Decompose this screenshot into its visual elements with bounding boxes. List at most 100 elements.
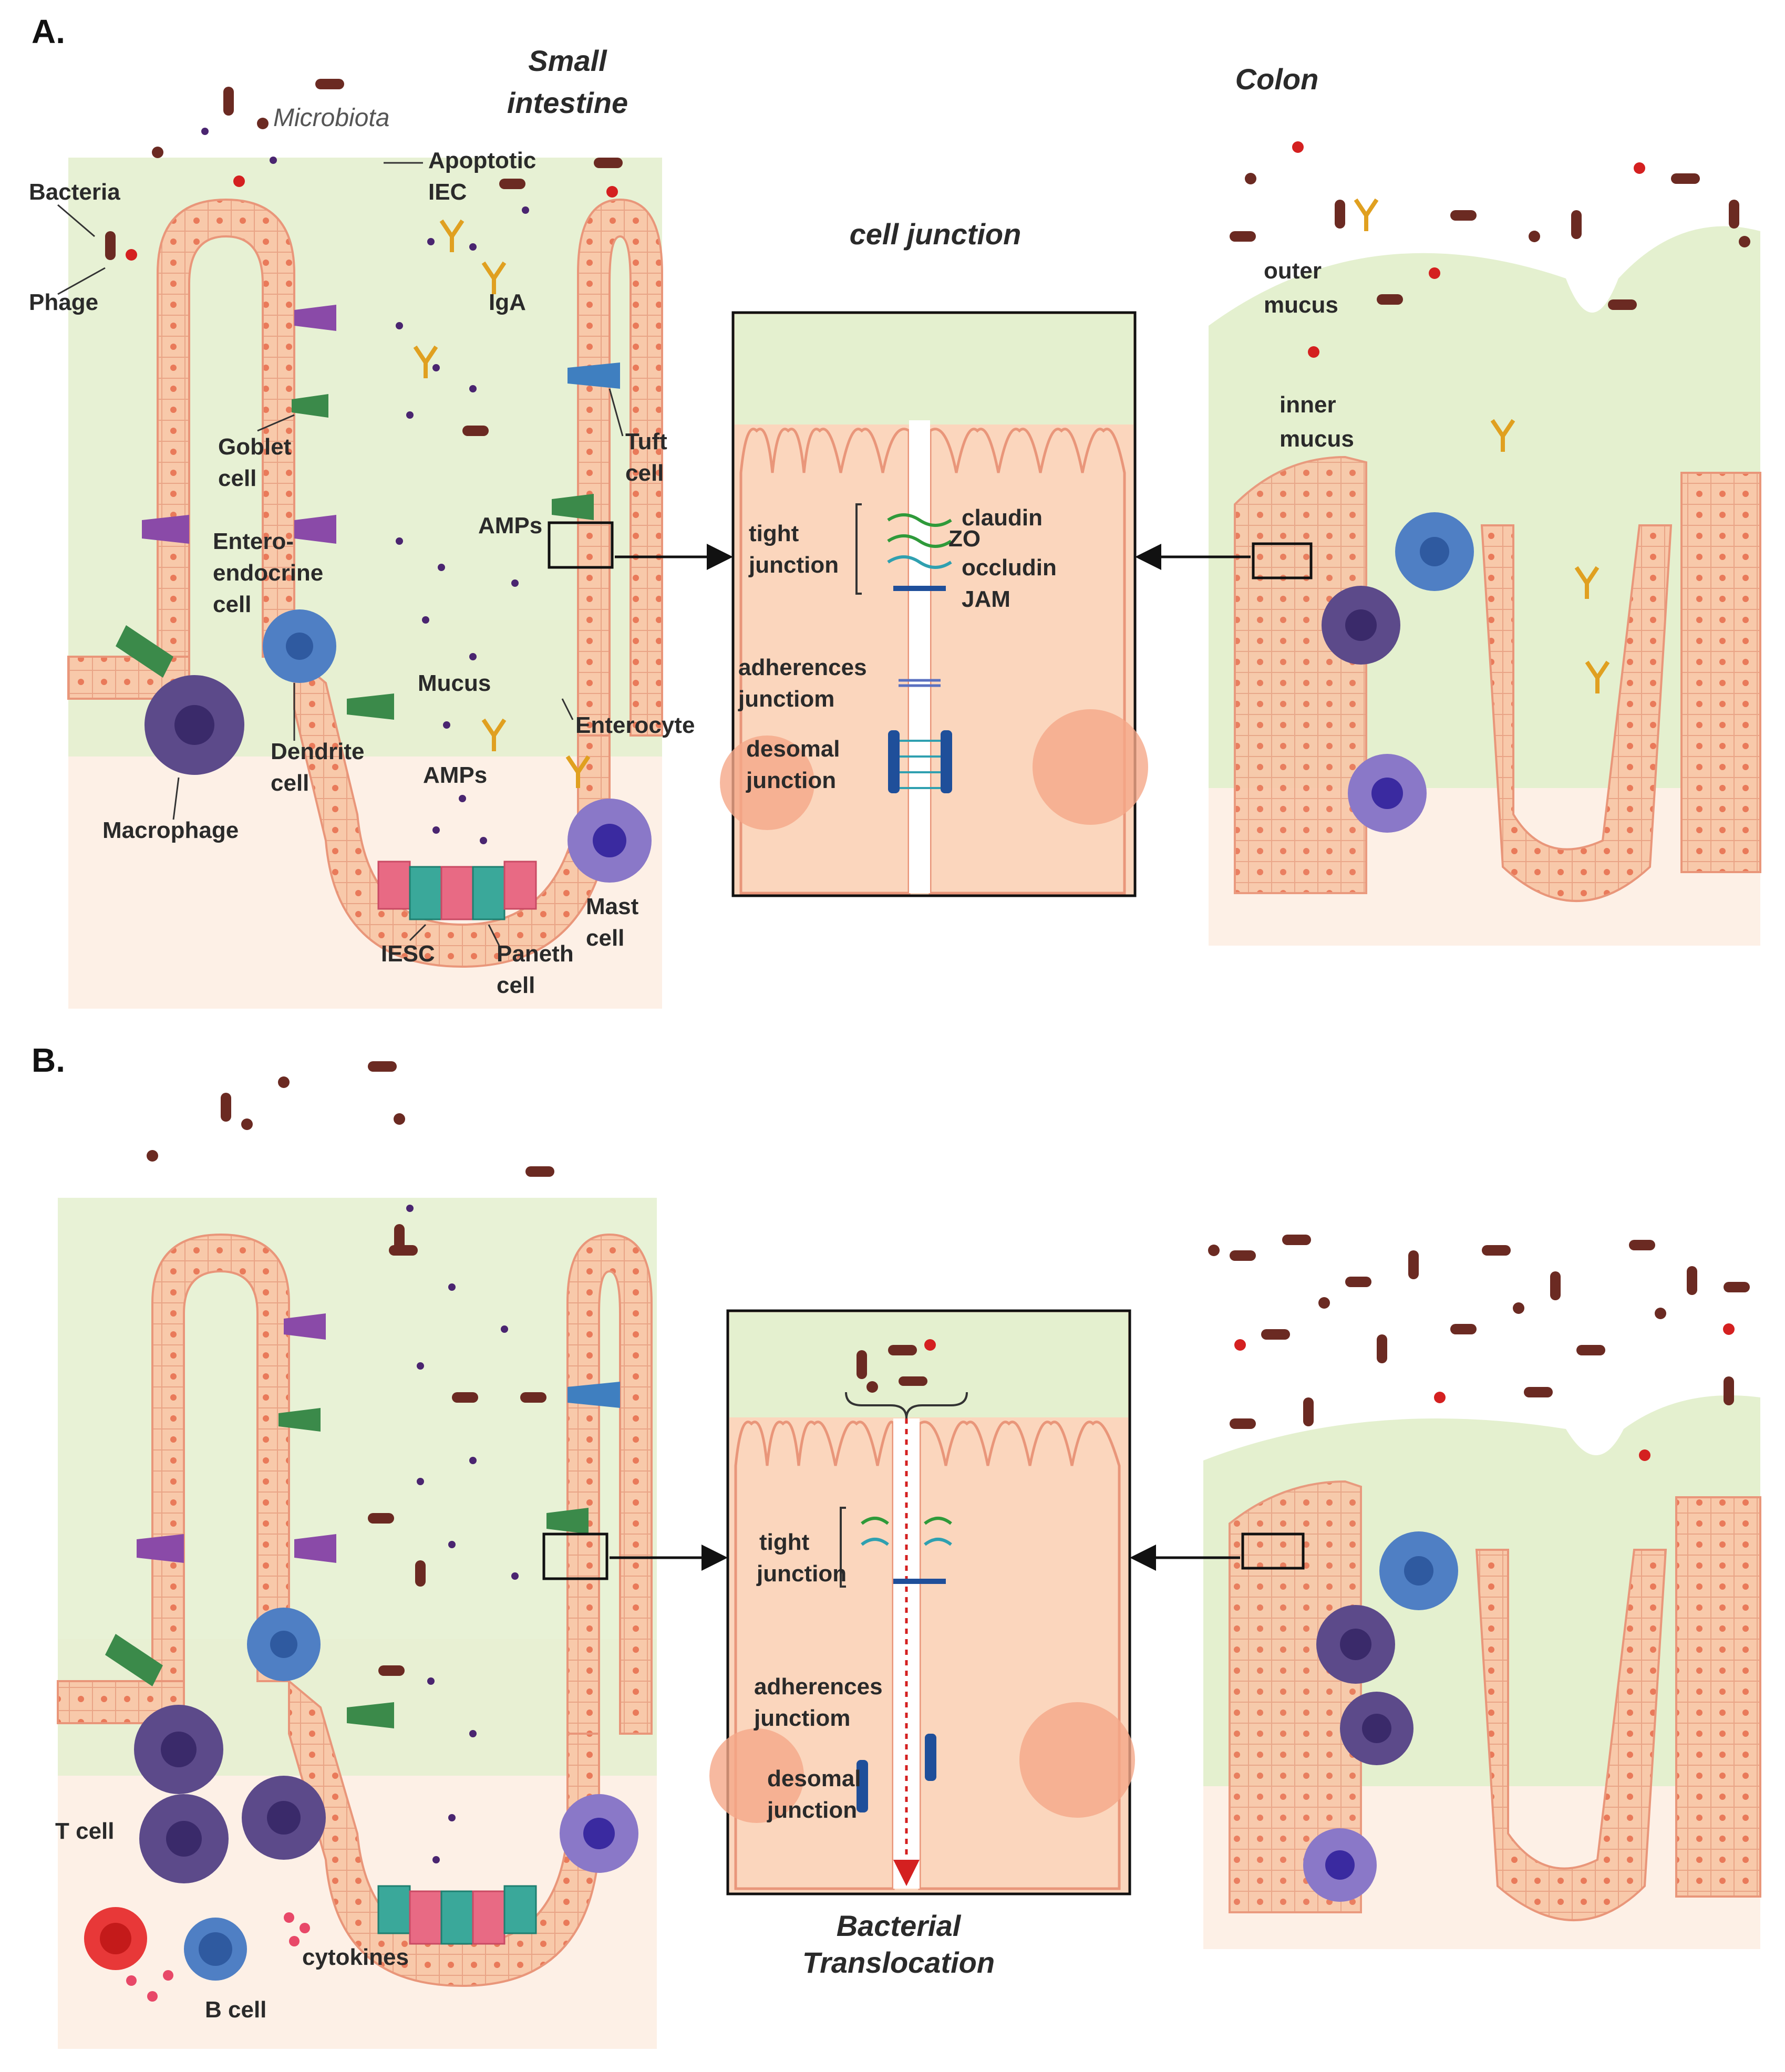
desmosome-proteins — [888, 730, 952, 793]
dendrite-cell-label-2: cell — [271, 770, 309, 796]
jam-label: JAM — [962, 586, 1010, 612]
phage-label: Phage — [29, 289, 98, 315]
zoom-box-small-intestine-b — [542, 1532, 608, 1580]
iga-icon — [439, 219, 465, 252]
crypt-base-cells — [377, 861, 537, 920]
desmosomal-junction-label-b: desomal — [767, 1766, 861, 1791]
tuft-cell-label-2: cell — [625, 460, 664, 486]
enteroendocrine-cell-icon — [294, 305, 336, 331]
phage-icon — [233, 175, 245, 187]
inner-mucus-label: inner — [1280, 392, 1336, 418]
tight-junction-label-b: tight — [759, 1529, 810, 1555]
bacteria-icon — [257, 118, 269, 129]
adherens-junction-label: adherences — [738, 655, 867, 680]
adherens-junction-label-b-2: junctiom — [754, 1705, 850, 1731]
enteroendocrine-label: Entero- — [213, 529, 294, 554]
bacteria-label: Bacteria — [29, 179, 120, 205]
zo-label: ZO — [948, 526, 981, 552]
mast-cell-label-2: cell — [586, 925, 624, 951]
enteroendocrine-cell-icon — [294, 515, 336, 544]
macrophage-label: Macrophage — [102, 817, 239, 843]
goblet-cell-icon — [347, 693, 394, 720]
enterocyte-label: Enterocyte — [575, 712, 695, 738]
translocation-label: Bacterial — [837, 1909, 962, 1942]
phage-icons-a — [126, 175, 618, 261]
occludin-label: occludin — [962, 555, 1057, 581]
panel-a: A. — [29, 13, 1761, 1009]
tight-junction-label: tight — [749, 521, 799, 546]
iga-label: IgA — [489, 289, 526, 315]
cell-junction-title: cell junction — [850, 217, 1022, 251]
cytokine-dots — [126, 1912, 310, 2002]
iesc-label: IESC — [381, 941, 435, 967]
leader-lines-a — [57, 162, 624, 946]
colon-b — [1203, 1235, 1761, 1949]
enteroendocrine-label-2: endocrine — [213, 560, 323, 586]
adherens-proteins — [899, 679, 941, 687]
apoptotic-iec-label: Apoptotic — [428, 148, 536, 173]
phage-icon — [126, 249, 137, 261]
tight-junction-proteins — [887, 513, 952, 591]
phage-icon — [606, 186, 618, 198]
cells-b — [84, 1313, 638, 2002]
iga-icon — [565, 755, 591, 788]
colon-a: outer mucus inner mucus — [1209, 141, 1761, 946]
zoom-box-colon-b — [1241, 1532, 1305, 1570]
junction-box-b: tight junction adherences junctiom desom… — [709, 1309, 1135, 1895]
adherens-junction-label-2: junctiom — [738, 686, 834, 712]
outer-mucus-label: outer — [1264, 258, 1322, 284]
tight-junction-label-b-2: junction — [756, 1561, 847, 1587]
amps-label-bottom: AMPs — [423, 762, 487, 788]
enteroendocrine-label-3: cell — [213, 592, 251, 617]
small-intestine-label: Small — [528, 44, 607, 77]
claudin-label: claudin — [962, 505, 1043, 531]
tuft-cell-icon — [568, 362, 620, 389]
panel-b-letter: B. — [32, 1041, 65, 1079]
translocation-label-2: Translocation — [802, 1946, 995, 1979]
villus-left — [157, 198, 295, 658]
colon-label: Colon — [1235, 63, 1319, 96]
outer-mucus-label-2: mucus — [1264, 292, 1338, 318]
apoptotic-iec-label-2: IEC — [428, 179, 467, 205]
iga-icons-a — [413, 219, 591, 788]
paneth-cell-label-2: cell — [497, 972, 535, 998]
colon-crypt — [1234, 455, 1367, 894]
enteroendocrine-cell-icon — [142, 515, 189, 544]
small-intestine-b — [57, 1198, 657, 2049]
paneth-cell-label: Paneth — [497, 941, 574, 967]
villus-right — [577, 198, 663, 737]
bacteria-icon — [223, 87, 234, 116]
cells-a — [116, 305, 652, 883]
desmosomal-junction-label-b-2: junction — [767, 1797, 857, 1823]
iga-icon — [481, 261, 507, 294]
colon-crypt-2 — [1480, 524, 1673, 902]
dendrite-cell-label: Dendrite — [271, 739, 364, 764]
amps-label-top: AMPs — [478, 513, 542, 538]
zoom-box-small-intestine — [548, 521, 614, 569]
microbiota-label: Microbiota — [273, 104, 389, 132]
goblet-cell-icon — [292, 394, 328, 418]
tuft-cell-label: Tuft — [625, 429, 667, 454]
iga-icon — [481, 718, 507, 751]
b-cell-label: B cell — [205, 1997, 266, 2023]
amp-dots-b — [406, 1205, 519, 1863]
panel-a-letter: A. — [32, 13, 65, 50]
small-intestine-label-2: intestine — [507, 86, 628, 119]
junction-box-a: tight junction claudin ZO occludin JAM a… — [720, 311, 1148, 897]
desmosomal-junction-label-2: junction — [746, 768, 836, 793]
inner-mucus-label-2: mucus — [1280, 426, 1354, 452]
panel-b: B. — [32, 1041, 1761, 2049]
mast-cell-label: Mast — [586, 894, 639, 919]
goblet-cell-icon — [116, 625, 173, 678]
microbiota-a — [105, 79, 623, 436]
mucus-label: Mucus — [418, 670, 491, 696]
iga-icon — [413, 345, 438, 378]
desmosomal-junction-label: desomal — [746, 736, 840, 762]
microbiota-b — [147, 1061, 554, 1676]
amp-dots-a — [201, 128, 529, 844]
goblet-cell-icon — [552, 494, 594, 520]
zoom-box-colon — [1252, 542, 1313, 579]
goblet-cell-label: Goblet — [218, 434, 292, 460]
small-intestine-a — [67, 158, 663, 1009]
